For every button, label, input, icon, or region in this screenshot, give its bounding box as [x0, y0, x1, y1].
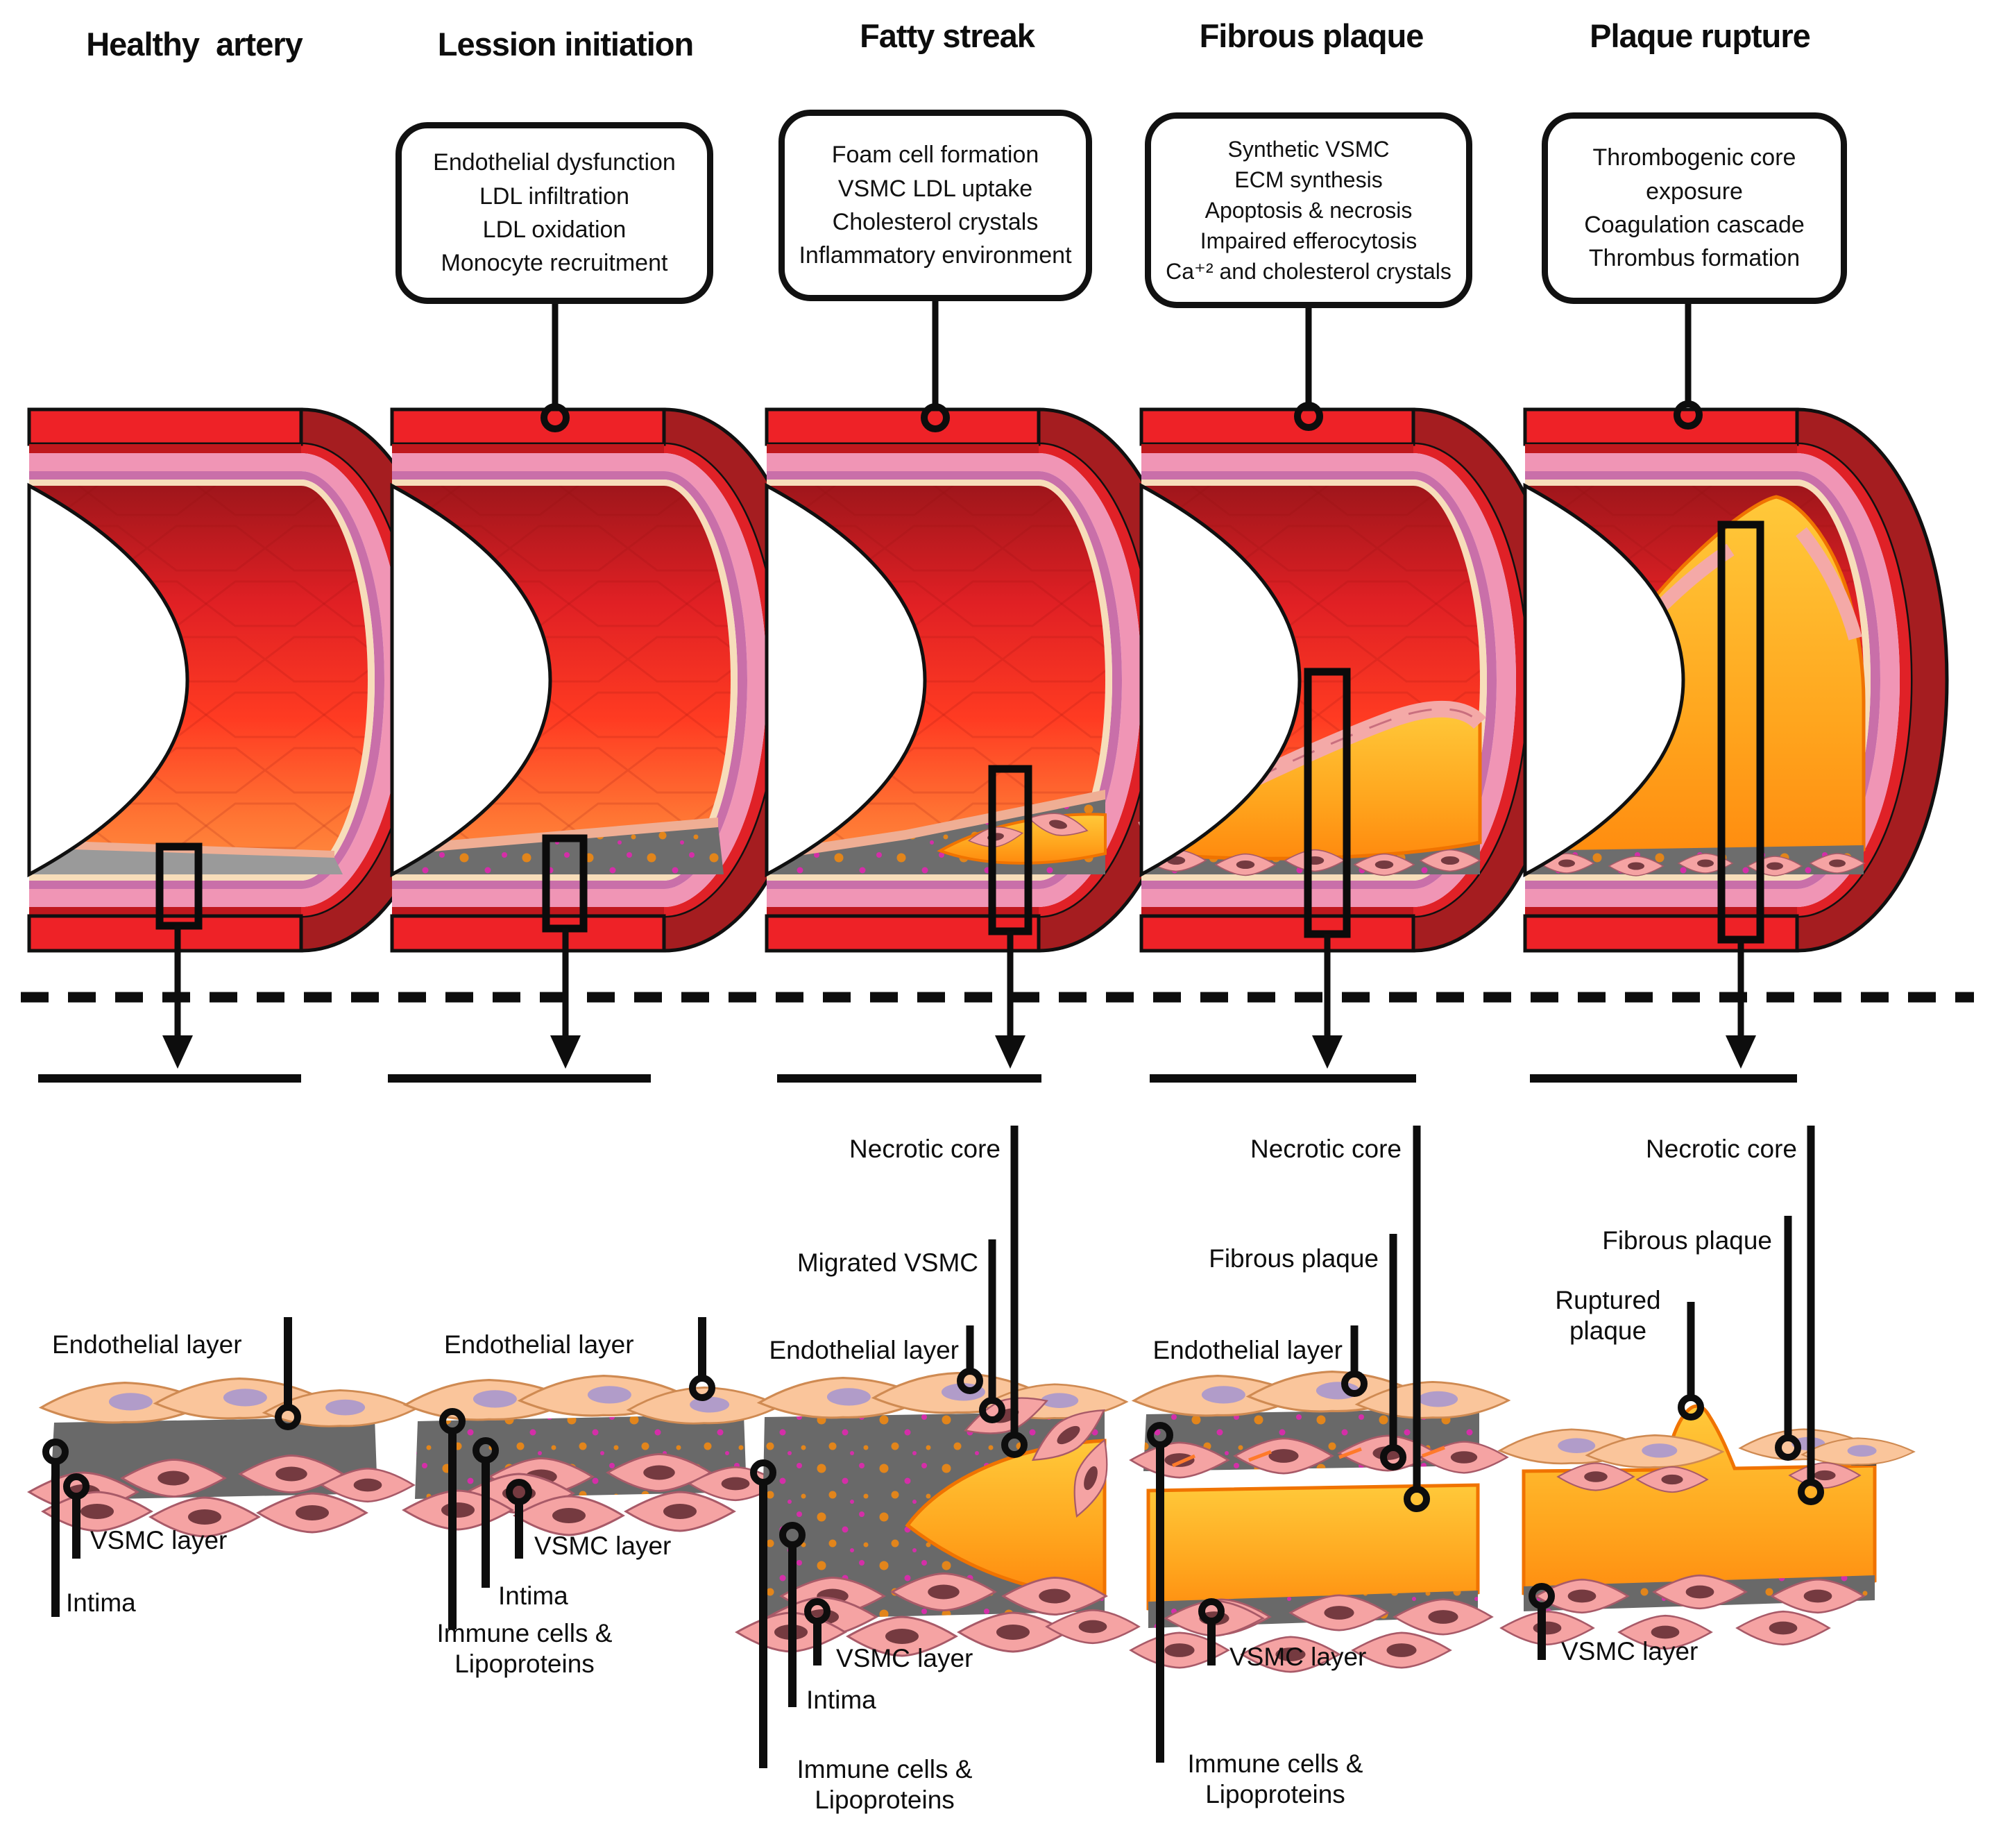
label-migrated-vsmc-p3: Migrated VSMC [797, 1248, 978, 1277]
callout-stems [540, 301, 1703, 432]
artery-fatty-streak [767, 409, 1189, 951]
callout-fibrous-plaque: Synthetic VSMC ECM synthesis Apoptosis &… [1145, 112, 1472, 308]
callout-line: Thrombus formation [1588, 245, 1801, 272]
label-intima-p1: Intima [66, 1588, 136, 1617]
callout-fatty-streak: Foam cell formation VSMC LDL uptake Chol… [778, 110, 1092, 301]
label-endothelial-layer-p4: Endothelial layer [1152, 1336, 1343, 1364]
cross-section-lesion-initiation [402, 1375, 783, 1536]
callout-anchor-ring [1674, 400, 1703, 430]
label-immune-cells-lipoproteins-p4: Immune cells & Lipoproteins [1187, 1749, 1363, 1808]
label-endothelial-layer-p3: Endothelial layer [769, 1336, 959, 1364]
label-vsmc-layer-p5: VSMC layer [1561, 1637, 1699, 1665]
callout-line: Thrombogenic core exposure [1592, 144, 1796, 205]
callout-line: VSMC LDL uptake [837, 175, 1033, 202]
callout-anchor-ring [921, 403, 950, 432]
callout-line: Endothelial dysfunction [433, 149, 676, 176]
stage-title-healthy-artery: Healthy artery [86, 26, 303, 62]
label-vsmc-layer-p3: VSMC layer [836, 1644, 973, 1672]
artery-lesion-initiation [392, 409, 814, 951]
zoom-arrows [162, 926, 1756, 1069]
callout-line: LDL oxidation [482, 217, 627, 243]
stage-title-fatty-streak: Fatty streak [860, 17, 1035, 54]
label-immune-cells-lipoproteins-p3: Immune cells & Lipoproteins [797, 1755, 973, 1814]
artery-plaque-rupture [1523, 409, 1947, 951]
cross-section-fibrous-plaque [1130, 1371, 1510, 1673]
label-intima-p3: Intima [806, 1686, 876, 1714]
callout-line: Ca⁺² and cholesterol crystals [1166, 259, 1452, 285]
callout-lesion-initiation: Endothelial dysfunction LDL infiltration… [395, 122, 713, 304]
callout-line: Monocyte recruitment [441, 250, 668, 277]
label-immune-cells-lipoproteins-p2: Immune cells & Lipoproteins [436, 1619, 613, 1678]
cross-section-healthy [28, 1377, 417, 1538]
callout-line: Foam cell formation [831, 142, 1039, 169]
callout-line: Cholesterol crystals [832, 209, 1039, 235]
callout-line: LDL infiltration [479, 183, 630, 210]
label-necrotic-core-p3: Necrotic core [849, 1135, 1001, 1163]
callout-line: Coagulation cascade [1584, 212, 1805, 238]
artery-fibrous-plaque [1138, 409, 1563, 951]
stage-title-fibrous-plaque: Fibrous plaque [1199, 17, 1424, 54]
label-fibrous-plaque-p5: Fibrous plaque [1602, 1226, 1772, 1255]
stage-title-plaque-rupture: Plaque rupture [1590, 17, 1811, 54]
callout-line: ECM synthesis [1234, 167, 1383, 192]
cross-section-plaque-rupture [1499, 1404, 1915, 1650]
callout-plaque-rupture: Thrombogenic core exposure Coagulation c… [1542, 112, 1847, 304]
label-fibrous-plaque-p4: Fibrous plaque [1209, 1244, 1379, 1273]
callout-line: Apoptosis & necrosis [1204, 197, 1413, 223]
callout-line: Impaired efferocytosis [1200, 228, 1418, 254]
label-vsmc-layer-p2: VSMC layer [534, 1532, 672, 1560]
callout-anchor-ring [1294, 402, 1323, 431]
callout-line: Synthetic VSMC [1227, 136, 1390, 162]
label-necrotic-core-p4: Necrotic core [1250, 1135, 1402, 1163]
label-vsmc-layer-p1: VSMC layer [90, 1526, 228, 1554]
stage-title-lesion-initiation: Lession initiation [437, 26, 694, 62]
label-necrotic-core-p5: Necrotic core [1646, 1135, 1797, 1163]
label-endothelial-layer-p2: Endothelial layer [444, 1330, 634, 1359]
section-underlines [38, 1074, 1797, 1083]
label-vsmc-layer-p4: VSMC layer [1229, 1643, 1367, 1671]
cross-section-fatty-streak [735, 1372, 1140, 1657]
artery-healthy [29, 409, 451, 951]
callout-anchor-ring [540, 403, 570, 432]
callout-line: Inflammatory environment [799, 242, 1072, 269]
label-leader-lines [42, 1126, 1824, 1768]
label-ruptured-plaque-p5: Ruptured plaque [1555, 1286, 1661, 1345]
label-intima-p2: Intima [498, 1582, 568, 1610]
label-endothelial-layer-p1: Endothelial layer [52, 1330, 242, 1359]
